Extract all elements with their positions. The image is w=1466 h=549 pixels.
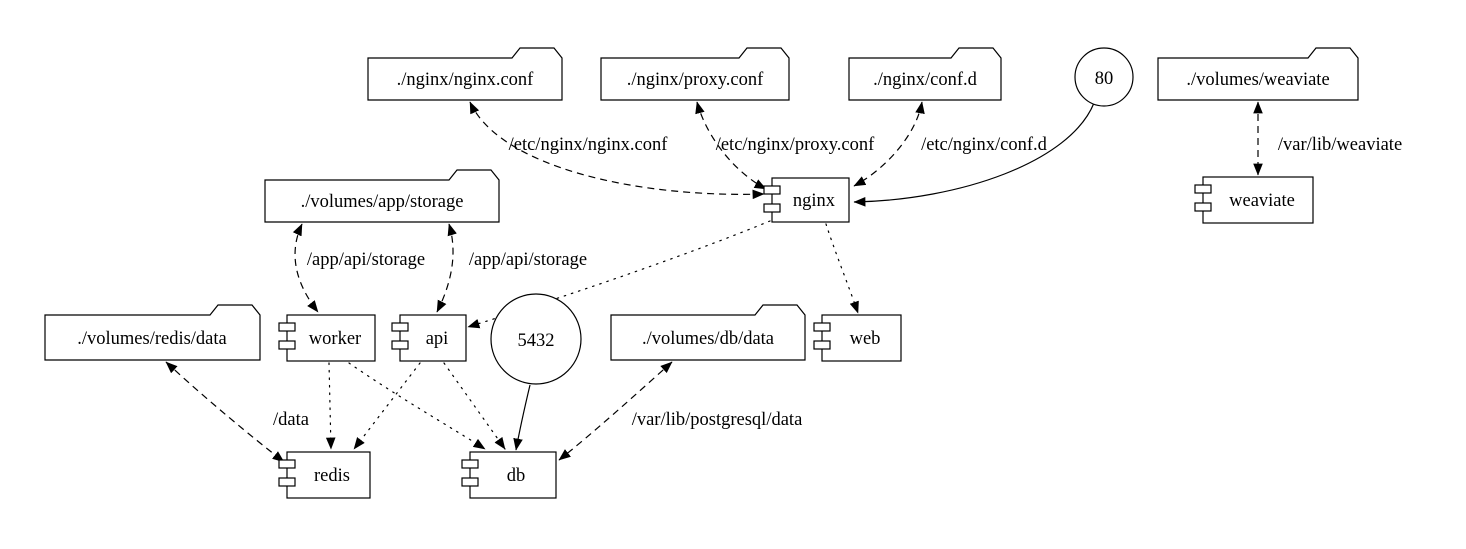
node-label: weaviate: [1229, 191, 1295, 211]
node-port-80: 80: [1074, 47, 1134, 107]
node-port-5432: 5432: [490, 293, 582, 385]
node-web: web: [813, 314, 902, 362]
component-tab-icon: [763, 185, 781, 195]
folder-icon: [610, 304, 806, 361]
folder-icon: [1157, 47, 1359, 101]
edge-nginx-to-proxyconf: [695, 101, 767, 190]
edge-db-to-volume: [558, 361, 673, 461]
component-box: [286, 451, 371, 499]
component-box: [469, 451, 557, 499]
edge-label-app-api-storage-right: /app/api/storage: [469, 250, 587, 270]
edge-nginx-to-api: [467, 220, 771, 329]
edge-port80-to-nginx: [853, 102, 1095, 207]
port-circle-icon: [490, 293, 582, 385]
node-volumes-redis-data: ./volumes/redis/data: [44, 304, 261, 361]
node-label: redis: [314, 466, 350, 486]
folder-icon: [44, 304, 261, 361]
edge-label-etc-nginx-conf: /etc/nginx/nginx.conf: [509, 135, 669, 155]
node-label: ./volumes/app/storage: [301, 192, 464, 212]
node-weaviate: weaviate: [1194, 176, 1314, 224]
edge-nginx-to-nginxconf: [469, 101, 765, 200]
component-tab-icon: [391, 340, 409, 350]
node-label: ./volumes/db/data: [642, 329, 774, 349]
port-circle-icon: [1074, 47, 1134, 107]
component-box: [399, 314, 467, 362]
edge-labels-layer: /etc/nginx/nginx.conf /etc/nginx/proxy.c…: [273, 135, 1402, 430]
component-tab-icon: [1194, 184, 1212, 194]
node-label: nginx: [793, 191, 836, 211]
edge-api-to-appstorage: [436, 223, 457, 313]
edge-port5432-to-db: [513, 384, 531, 451]
edges-layer: [165, 101, 1263, 463]
component-box: [1202, 176, 1314, 224]
node-db: db: [461, 451, 557, 499]
component-tab-icon: [813, 322, 831, 332]
node-conf-d-dir: ./nginx/conf.d: [848, 47, 1002, 101]
node-label: ./nginx/nginx.conf: [397, 70, 535, 90]
component-tab-icon: [813, 340, 831, 350]
component-box: [771, 177, 850, 223]
edge-label-data: /data: [273, 410, 309, 430]
component-tab-icon: [1194, 202, 1212, 212]
node-redis: redis: [278, 451, 371, 499]
node-label: ./nginx/proxy.conf: [627, 70, 764, 90]
node-label: ./nginx/conf.d: [873, 70, 978, 90]
folder-icon: [367, 47, 563, 101]
edge-worker-to-db: [348, 362, 486, 450]
component-box: [821, 314, 902, 362]
node-proxy-conf-file: ./nginx/proxy.conf: [600, 47, 790, 101]
edge-nginx-to-confd: [853, 101, 925, 187]
node-label: ./volumes/weaviate: [1186, 70, 1329, 90]
component-tab-icon: [461, 459, 479, 469]
node-nginx-conf-file: ./nginx/nginx.conf: [367, 47, 563, 101]
node-label: api: [426, 329, 449, 349]
node-volumes-app-storage: ./volumes/app/storage: [264, 169, 500, 223]
edge-label-var-lib-postgresql: /var/lib/postgresql/data: [632, 410, 803, 430]
edge-label-etc-proxy-conf: /etc/nginx/proxy.conf: [716, 135, 875, 155]
node-volumes-db-data: ./volumes/db/data: [610, 304, 806, 361]
edge-label-var-lib-weaviate: /var/lib/weaviate: [1278, 135, 1402, 155]
component-tab-icon: [278, 477, 296, 487]
component-tab-icon: [278, 340, 296, 350]
node-label: ./volumes/redis/data: [77, 329, 227, 349]
component-tab-icon: [278, 322, 296, 332]
component-tab-icon: [763, 203, 781, 213]
folder-icon: [264, 169, 500, 223]
edge-worker-to-redis: [325, 362, 336, 450]
edge-redis-to-volume: [165, 361, 285, 463]
node-worker: worker: [278, 314, 376, 362]
edge-label-app-api-storage-left: /app/api/storage: [307, 250, 425, 270]
component-tab-icon: [278, 459, 296, 469]
node-label: db: [507, 466, 526, 486]
folder-icon: [848, 47, 1002, 101]
edge-api-to-db: [443, 362, 506, 450]
node-label: 80: [1095, 69, 1114, 89]
component-tab-icon: [461, 477, 479, 487]
edge-label-etc-confd: /etc/nginx/conf.d: [921, 135, 1048, 155]
folder-icon: [600, 47, 790, 101]
node-volumes-weaviate: ./volumes/weaviate: [1157, 47, 1359, 101]
component-tab-icon: [391, 322, 409, 332]
node-label: 5432: [518, 331, 555, 351]
node-api: api: [391, 314, 467, 362]
node-label: worker: [309, 329, 361, 349]
edge-nginx-to-web: [825, 223, 859, 314]
edge-worker-to-appstorage: [292, 223, 319, 313]
component-box: [286, 314, 376, 362]
node-label: web: [850, 329, 881, 349]
edge-api-to-redis: [353, 362, 421, 450]
node-nginx: nginx: [763, 177, 850, 223]
